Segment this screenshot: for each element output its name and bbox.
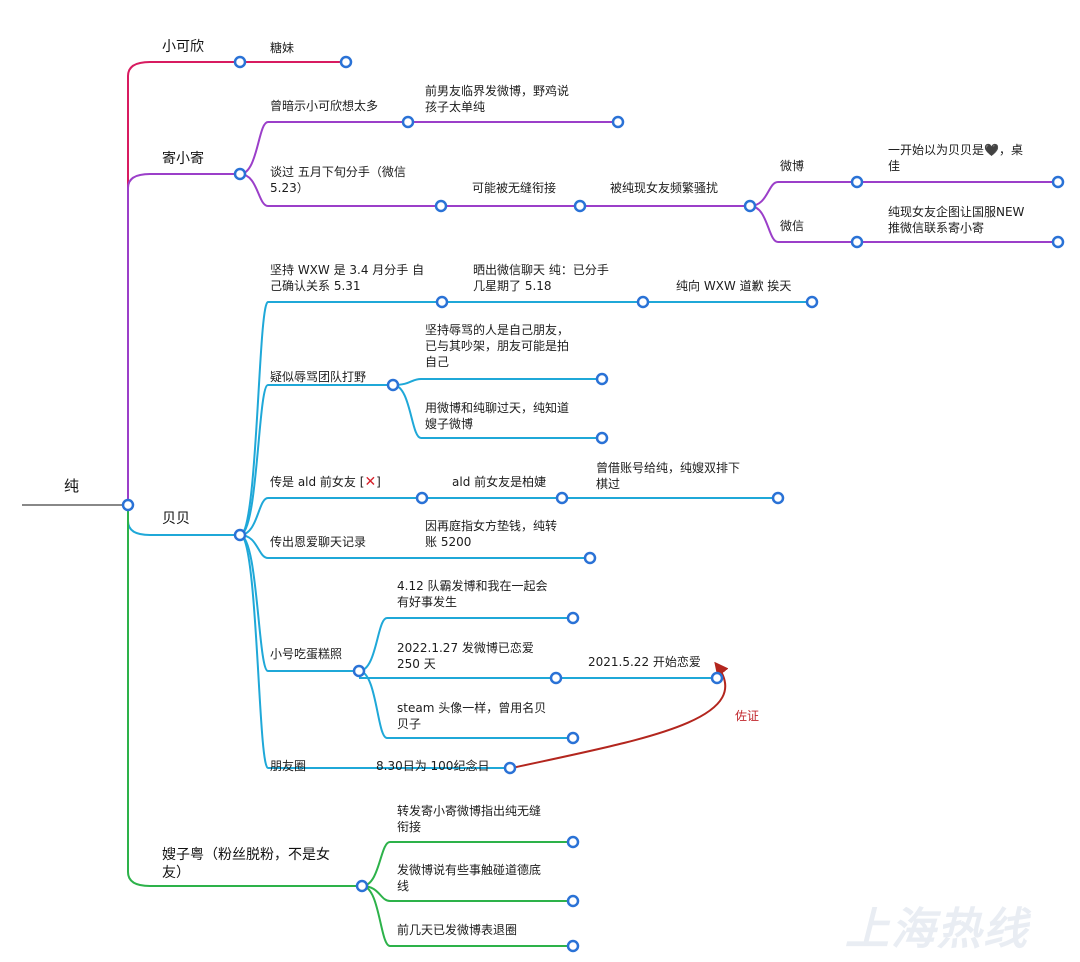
saozi-leaf-1: 转发寄小寄微博指出纯无缝 衔接 xyxy=(397,804,542,834)
jixiaoji-weibo-leaf: 一开始以为贝贝是🖤，桌 佳 xyxy=(888,143,1023,173)
node-dot[interactable] xyxy=(611,115,625,129)
node-dot[interactable] xyxy=(566,939,580,953)
branch-beibei-label: 贝贝 xyxy=(162,511,190,527)
jixiaoji-harassed-label: 被纯现女友频繁骚扰 xyxy=(610,181,719,195)
node-dot[interactable] xyxy=(710,671,724,685)
jixiaoji-seamless-label: 可能被无缝衔接 xyxy=(472,181,557,195)
node-dot[interactable] xyxy=(1051,175,1065,189)
branch-beibei-node[interactable] xyxy=(233,528,247,542)
connector-9 xyxy=(239,301,442,536)
node-dot[interactable] xyxy=(771,491,785,505)
beibei-cake-leaf-2: 2022.1.27 发微博已恋爱 250 天 xyxy=(397,641,534,671)
connector-12 xyxy=(239,384,393,536)
beibei-ald-label: 传是 ald 前女友 [✕] xyxy=(270,474,381,490)
beibei-insult-label: 疑似辱骂团队打野 xyxy=(270,370,367,384)
node-dot[interactable] xyxy=(566,731,580,745)
beibei-wxw-label: 坚持 WXW 是 3.4 月分手 自 己确认关系 5.31 xyxy=(270,263,425,293)
beibei-cake-leaf-3: steam 头像一样，曾用名贝 贝子 xyxy=(397,701,547,731)
evidence-label: 佐证 xyxy=(735,709,760,723)
cross-mark-icon: ✕ xyxy=(364,474,377,490)
beibei-insult-leaf-2: 用微博和纯聊过天，纯知道 嫂子微博 xyxy=(425,401,570,431)
node-dot[interactable] xyxy=(352,664,366,678)
connector-5 xyxy=(749,181,857,207)
watermark-logo: 上海热线 xyxy=(845,904,1029,955)
node-dot[interactable] xyxy=(566,894,580,908)
branch-xiaokexin-leaf: 糖妹 xyxy=(270,41,295,55)
branch-xiaokexin-node[interactable] xyxy=(233,55,247,69)
branch-saozi-label: 嫂子粤（粉丝脱粉，不是女 友） xyxy=(162,847,330,881)
node-dot[interactable] xyxy=(434,199,448,213)
jixiaoji-weixin-label: 微信 xyxy=(780,219,805,233)
beibei-cake-start-date: 2021.5.22 开始恋爱 xyxy=(588,655,701,669)
branch-xiaokexin-label: 小可欣 xyxy=(162,39,204,55)
connector-24 xyxy=(239,534,510,769)
saozi-leaf-3: 前几天已发微博表退圈 xyxy=(397,923,518,937)
jixiaoji-breakup-label: 谈过 五月下旬分手（微信 5.23） xyxy=(270,165,406,195)
node-dot[interactable] xyxy=(566,835,580,849)
beibei-chatlog-leaf: 因再庭指女方垫钱，纯转 账 5200 xyxy=(425,519,558,549)
beibei-apology-leaf: 纯向 WXW 道歉 挨天 xyxy=(676,279,792,293)
node-dot[interactable] xyxy=(435,295,449,309)
branch-jixiaoji-label: 寄小寄 xyxy=(162,151,204,167)
branch-jixiaoji-node[interactable] xyxy=(233,167,247,181)
beibei-ald-leaf-2: 曾借账号给纯，纯嫂双排下 棋过 xyxy=(596,461,741,491)
node-dot[interactable] xyxy=(850,235,864,249)
root-node[interactable] xyxy=(121,498,135,512)
node-dot[interactable] xyxy=(743,199,757,213)
node-dot[interactable] xyxy=(1051,235,1065,249)
node-dot[interactable] xyxy=(549,671,563,685)
jixiaoji-weibo-label: 微博 xyxy=(780,159,805,173)
beibei-chatlog-label: 传出恩爱聊天记录 xyxy=(270,535,367,549)
branch-jixiaoji-line xyxy=(127,173,240,505)
beibei-ald-leaf-1: ald 前女友是柏婕 xyxy=(452,475,547,489)
branch-xiaokexin-line xyxy=(127,61,240,505)
node-dot[interactable] xyxy=(850,175,864,189)
node-dot[interactable] xyxy=(805,295,819,309)
beibei-moments-leaf: 8.30日为 100纪念日 xyxy=(376,759,490,773)
branch-saozi-line xyxy=(127,505,240,887)
node-dot[interactable] xyxy=(566,611,580,625)
node-dot[interactable] xyxy=(595,372,609,386)
branch-saozi-node[interactable] xyxy=(355,879,369,893)
jixiaoji-hint-leaf: 前男友临界发微博，野鸡说 孩子太单纯 xyxy=(425,84,570,114)
jixiaoji-hint-label: 曾暗示小可欣想太多 xyxy=(270,99,379,113)
connector-13 xyxy=(392,378,602,386)
connector-19 xyxy=(239,534,359,672)
beibei-wechat-chat-leaf: 晒出微信聊天 纯：已分手 几星期了 5.18 xyxy=(473,263,609,293)
node-dot[interactable] xyxy=(386,378,400,392)
node-dot[interactable] xyxy=(503,761,517,775)
beibei-moments-label: 朋友圈 xyxy=(270,759,307,773)
jixiaoji-weixin-leaf: 纯现女友企图让国服NEW 推微信联系寄小寄 xyxy=(888,205,1025,235)
root-label: 纯 xyxy=(64,477,80,495)
node-dot[interactable] xyxy=(583,551,597,565)
node-dot[interactable] xyxy=(595,431,609,445)
xiaokexin-leaf-node[interactable] xyxy=(339,55,353,69)
beibei-cake-label: 小号吃蛋糕照 xyxy=(270,647,343,661)
beibei-cake-leaf-1: 4.12 队霸发博和我在一起会 有好事发生 xyxy=(397,579,548,609)
node-dot[interactable] xyxy=(555,491,569,505)
evidence-arrow xyxy=(511,661,729,769)
beibei-insult-leaf-1: 坚持辱骂的人是自己朋友， 已与其吵架，朋友可能是拍 自己 xyxy=(425,323,570,369)
node-dot[interactable] xyxy=(415,491,429,505)
node-dot[interactable] xyxy=(636,295,650,309)
node-dot[interactable] xyxy=(401,115,415,129)
connector-15 xyxy=(239,497,422,536)
saozi-leaf-2: 发微博说有些事触碰道德底 线 xyxy=(397,863,542,893)
node-dot[interactable] xyxy=(573,199,587,213)
